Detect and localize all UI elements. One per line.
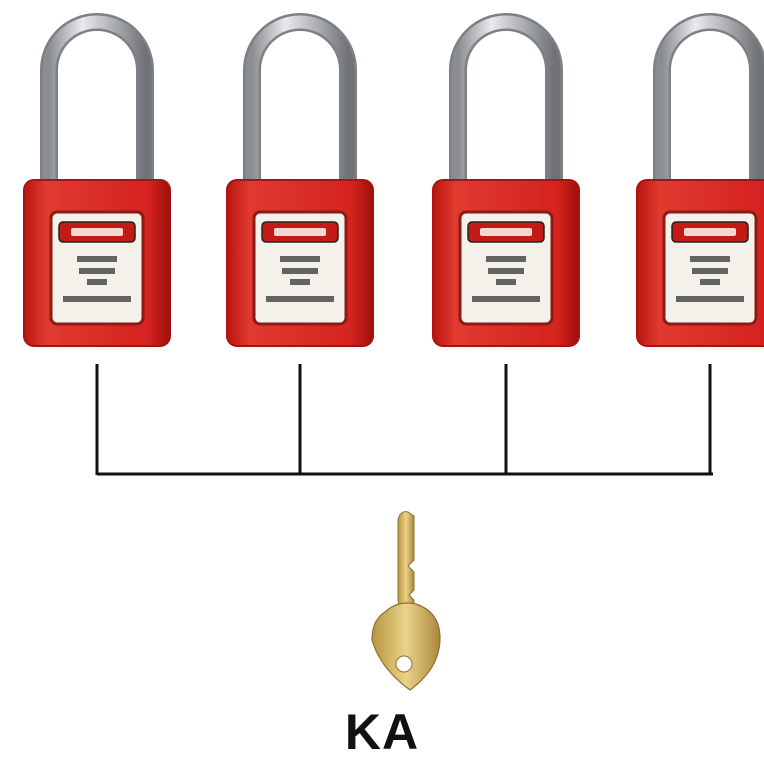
tag-print-mark: [266, 296, 334, 302]
tag-print-mark: [496, 279, 516, 285]
padlock: [432, 13, 580, 347]
padlock: [23, 13, 171, 347]
tag-print-mark: [282, 268, 318, 274]
shackle-highlight: [655, 15, 764, 195]
tag-print-mark: [690, 256, 730, 262]
caption-ka: KA: [344, 704, 420, 760]
tag-print-mark: [63, 296, 131, 302]
tag-print-mark: [290, 279, 310, 285]
tag-print-mark: [79, 268, 115, 274]
tag-print-mark: [472, 296, 540, 302]
danger-text-mark: [480, 228, 532, 236]
key-icon: [371, 511, 441, 691]
danger-text-mark: [274, 228, 326, 236]
danger-text-mark: [684, 228, 736, 236]
danger-text-mark: [71, 228, 123, 236]
padlock: [636, 13, 764, 347]
tag-print-mark: [700, 279, 720, 285]
shackle-highlight: [245, 15, 355, 195]
connector-lines: [95, 364, 713, 476]
shackle-highlight: [42, 15, 152, 195]
shackle-highlight: [451, 15, 561, 195]
shackle: [653, 13, 764, 195]
tag-print-mark: [692, 268, 728, 274]
shackle: [449, 13, 563, 195]
padlock: [226, 13, 374, 347]
tag-print-mark: [486, 256, 526, 262]
padlock-group: [23, 13, 764, 347]
shackle: [40, 13, 154, 195]
tag-print-mark: [77, 256, 117, 262]
tag-print-mark: [488, 268, 524, 274]
tag-print-mark: [87, 279, 107, 285]
shackle: [243, 13, 357, 195]
tag-print-mark: [676, 296, 744, 302]
tag-print-mark: [280, 256, 320, 262]
